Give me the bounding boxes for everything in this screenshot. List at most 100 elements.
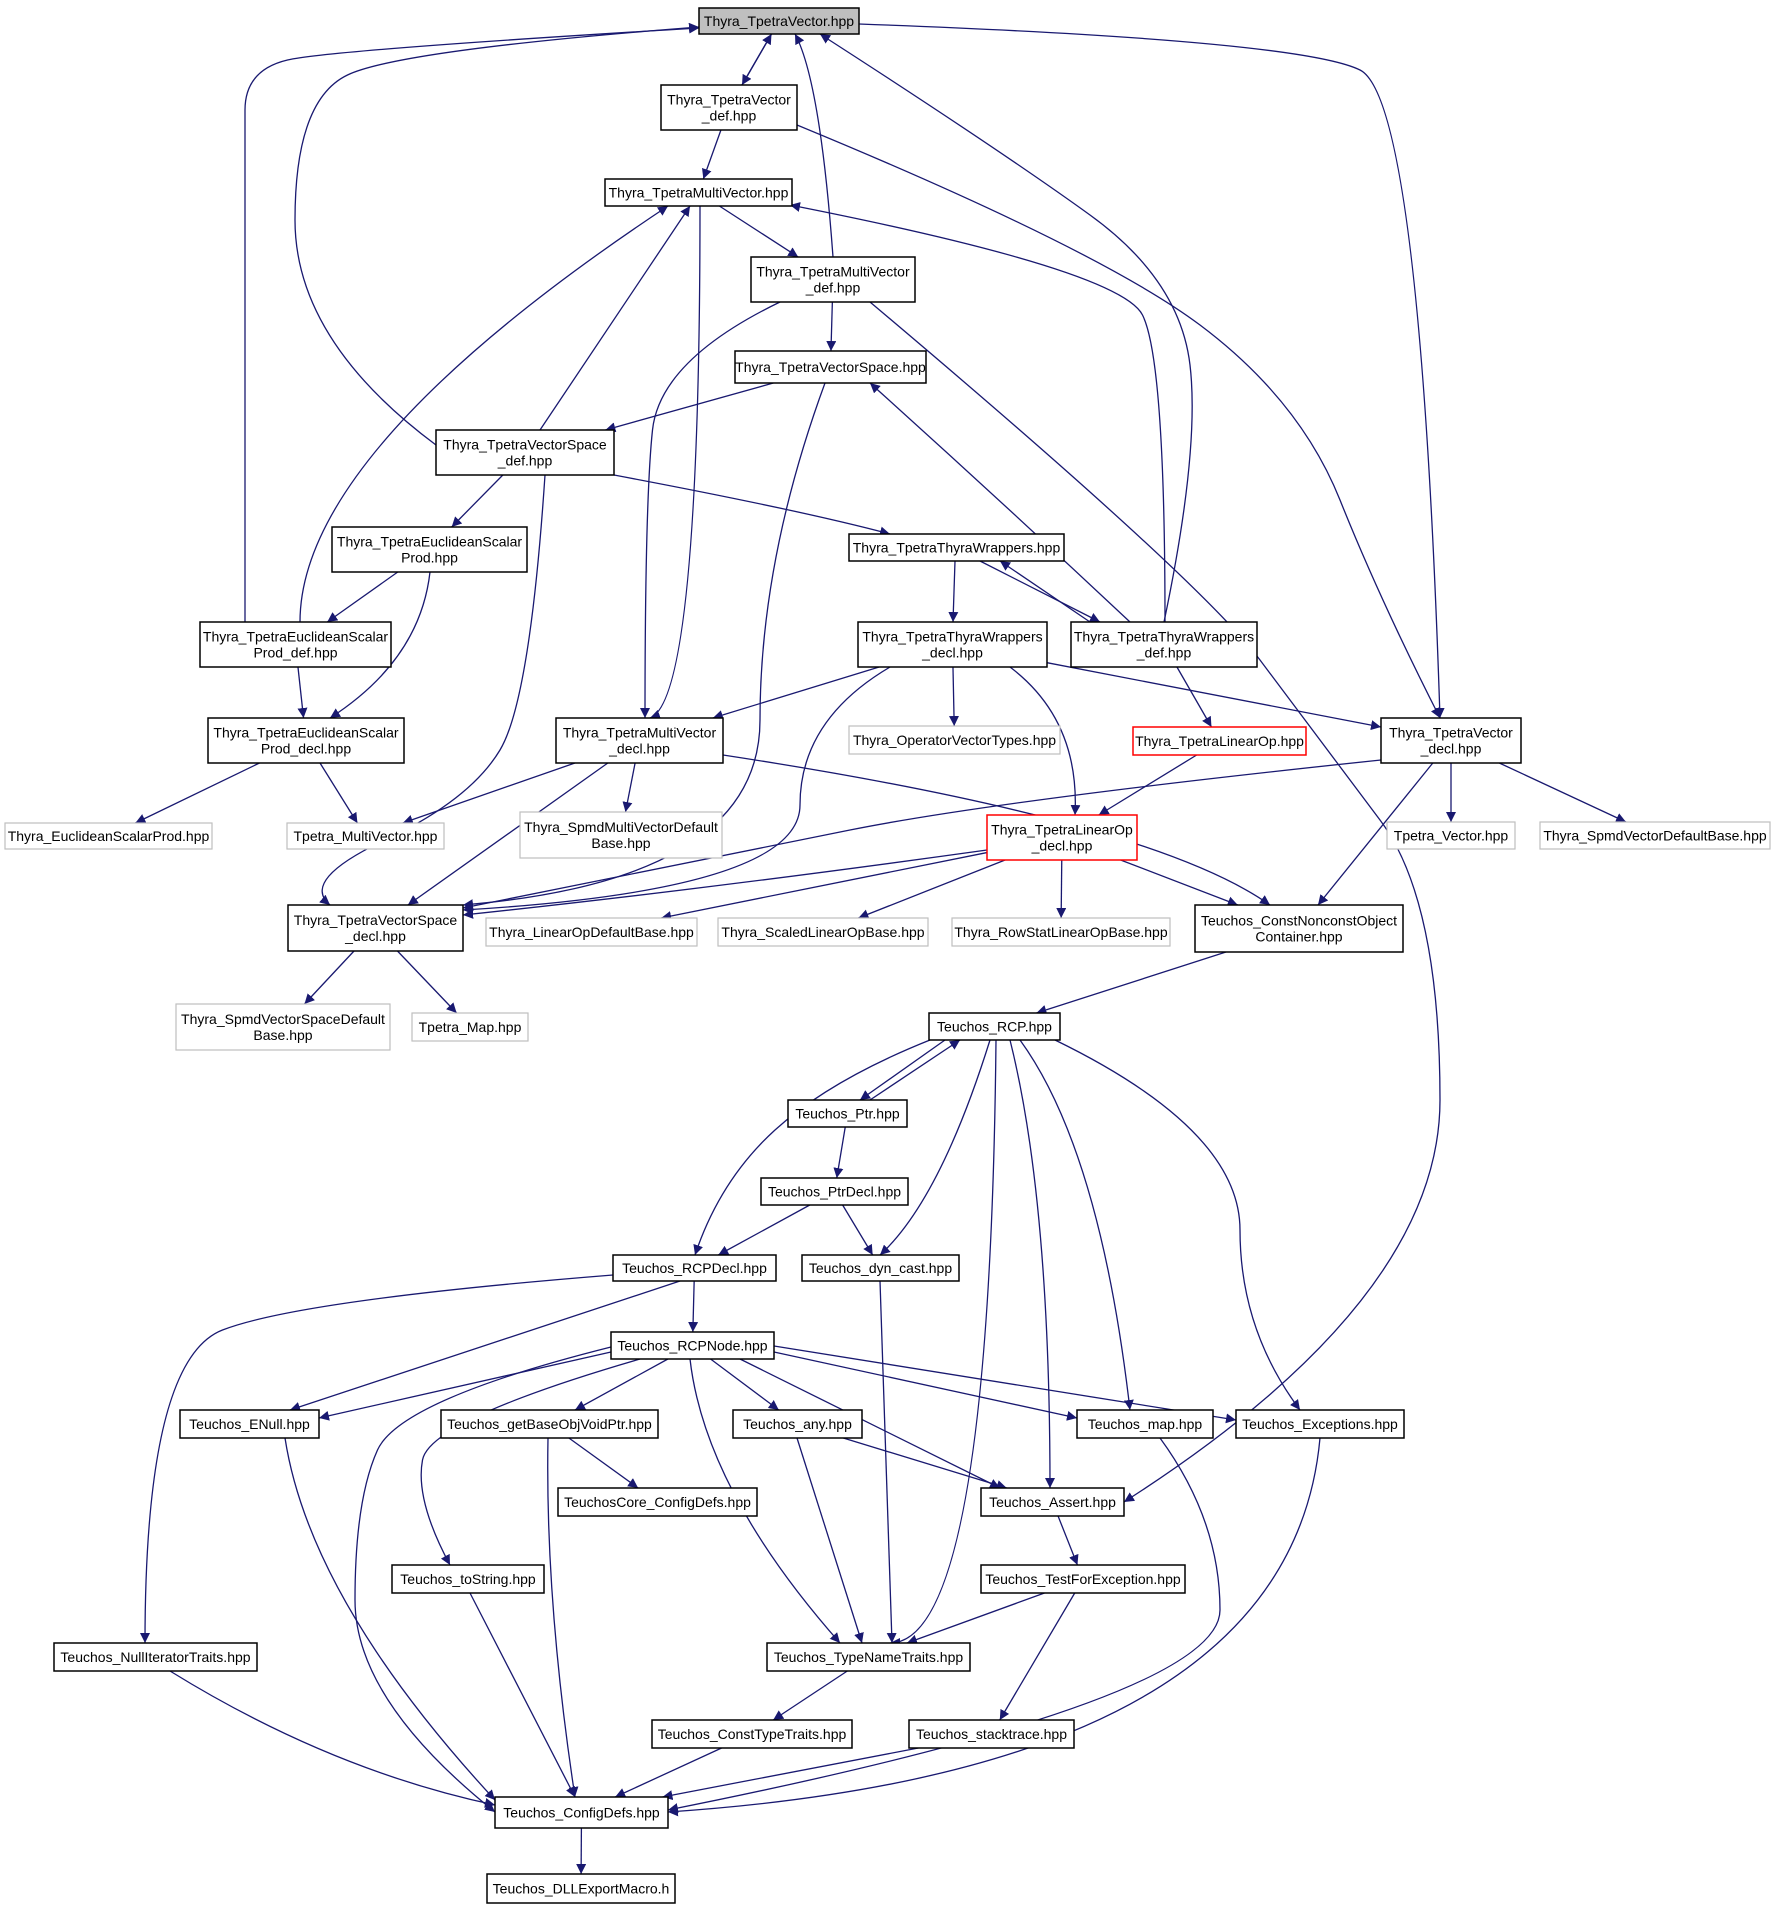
- edge-tvsdef-to-tesp: [451, 474, 504, 528]
- node-box: [734, 350, 927, 384]
- node-lodb[interactable]: Thyra_LinearOpDefaultBase.hpp: [485, 917, 698, 947]
- node-tccd[interactable]: TeuchosCore_ConfigDefs.hpp: [557, 1487, 758, 1517]
- node-box: [766, 1642, 971, 1672]
- node-rcpdecl[interactable]: Teuchos_RCPDecl.hpp: [612, 1254, 777, 1282]
- node-rcp[interactable]: Teuchos_RCP.hpp: [928, 1012, 1061, 1041]
- node-label: Teuchos_TypeNameTraits.hpp: [774, 1649, 964, 1665]
- node-tvdecl[interactable]: Thyra_TpetraVector_decl.hpp: [1380, 717, 1522, 764]
- node-label: Teuchos_Ptr.hpp: [795, 1106, 900, 1122]
- node-rslob[interactable]: Thyra_RowStatLinearOpBase.hpp: [951, 917, 1171, 947]
- edge-rcpnode-to-assert: [739, 1358, 1001, 1489]
- node-esp[interactable]: Thyra_EuclideanScalarProd.hpp: [4, 822, 213, 850]
- node-box: [750, 256, 916, 303]
- node-dyncast[interactable]: Teuchos_dyn_cast.hpp: [801, 1254, 960, 1282]
- edge-tlodecl-to-slob: [858, 859, 1006, 919]
- edge-tespdef-to-tmv: [299, 205, 669, 623]
- node-tlodecl[interactable]: Thyra_TpetraLinearOp_decl.hpp: [986, 814, 1138, 861]
- edge-tesp-to-tespdef: [326, 571, 399, 623]
- node-ptrdecl[interactable]: Teuchos_PtrDecl.hpp: [760, 1177, 909, 1206]
- node-tlo[interactable]: Thyra_TpetraLinearOp.hpp: [1132, 726, 1307, 756]
- node-tvsdecl[interactable]: Thyra_TpetraVectorSpace_decl.hpp: [287, 904, 464, 952]
- node-tvdef[interactable]: Thyra_TpetraVector_def.hpp: [660, 84, 798, 131]
- node-label: Thyra_TpetraVector.hpp: [704, 13, 854, 29]
- node-assert[interactable]: Teuchos_Assert.hpp: [980, 1487, 1125, 1517]
- edge-tlodecl-to-cnoc: [1120, 859, 1239, 907]
- node-label: Thyra_TpetraEuclideanScalar: [337, 534, 523, 550]
- node-label: Tpetra_Vector.hpp: [1394, 828, 1509, 844]
- edge-nit-to-cd: [169, 1670, 496, 1808]
- node-nit[interactable]: Teuchos_NullIteratorTraits.hpp: [53, 1642, 258, 1672]
- node-label: _def.hpp: [701, 108, 757, 124]
- edge-st-to-cd: [662, 1747, 919, 1801]
- node-label: Prod.hpp: [401, 550, 458, 566]
- node-tpmv[interactable]: Tpetra_MultiVector.hpp: [286, 822, 445, 850]
- node-label: Base.hpp: [591, 835, 650, 851]
- node-tmvdef[interactable]: Thyra_TpetraMultiVector_def.hpp: [750, 256, 916, 303]
- node-box: [199, 621, 392, 668]
- node-ttwdecl[interactable]: Thyra_TpetraThyraWrappers_decl.hpp: [857, 621, 1048, 668]
- node-tfe[interactable]: Teuchos_TestForException.hpp: [980, 1564, 1186, 1594]
- node-enull[interactable]: Teuchos_ENull.hpp: [179, 1409, 320, 1439]
- node-label: Thyra_TpetraMultiVector.hpp: [609, 185, 789, 201]
- node-tvs[interactable]: Thyra_TpetraVectorSpace.hpp: [734, 350, 927, 384]
- node-box: [557, 1487, 758, 1517]
- node-label: Thyra_TpetraThyraWrappers: [862, 629, 1042, 645]
- node-tpv[interactable]: Tpetra_Vector.hpp: [1386, 821, 1516, 850]
- node-tmvdecl[interactable]: Thyra_TpetraMultiVector_decl.hpp: [555, 717, 724, 764]
- node-ptr[interactable]: Teuchos_Ptr.hpp: [787, 1099, 908, 1128]
- node-tpmap[interactable]: Tpetra_Map.hpp: [411, 1012, 529, 1042]
- node-dll[interactable]: Teuchos_DLLExportMacro.h: [486, 1873, 676, 1904]
- node-any[interactable]: Teuchos_any.hpp: [732, 1409, 863, 1439]
- node-ctt[interactable]: Teuchos_ConstTypeTraits.hpp: [651, 1719, 853, 1749]
- node-label: Base.hpp: [253, 1027, 312, 1043]
- node-tmv[interactable]: Thyra_TpetraMultiVector.hpp: [604, 178, 793, 207]
- node-box: [4, 822, 213, 850]
- node-cd[interactable]: Teuchos_ConfigDefs.hpp: [494, 1796, 669, 1829]
- node-svdb[interactable]: Thyra_SpmdVectorDefaultBase.hpp: [1539, 821, 1771, 850]
- node-st[interactable]: Teuchos_stacktrace.hpp: [908, 1719, 1075, 1749]
- node-label: Teuchos_RCP.hpp: [937, 1019, 1052, 1035]
- edge-exc-to-cd: [667, 1437, 1321, 1817]
- node-tv[interactable]: Thyra_TpetraVector.hpp: [698, 7, 860, 35]
- node-label: Teuchos_dyn_cast.hpp: [809, 1260, 952, 1276]
- node-exc[interactable]: Teuchos_Exceptions.hpp: [1235, 1409, 1405, 1439]
- node-box: [660, 84, 798, 131]
- node-label: _decl.hpp: [921, 645, 983, 661]
- node-label: _decl.hpp: [1420, 741, 1482, 757]
- node-label: _decl.hpp: [1031, 838, 1093, 854]
- node-map[interactable]: Teuchos_map.hpp: [1076, 1409, 1214, 1439]
- node-rcpnode[interactable]: Teuchos_RCPNode.hpp: [610, 1331, 775, 1360]
- node-tostr[interactable]: Teuchos_toString.hpp: [391, 1564, 545, 1594]
- node-tvsdef[interactable]: Thyra_TpetraVectorSpace_def.hpp: [435, 429, 615, 476]
- edge-tmvdef-to-tv: [794, 33, 834, 258]
- node-label: Teuchos_ConstTypeTraits.hpp: [658, 1726, 847, 1742]
- node-label: Teuchos_ENull.hpp: [189, 1416, 310, 1432]
- node-box: [717, 917, 929, 947]
- node-ttwdef[interactable]: Thyra_TpetraThyraWrappers_def.hpp: [1070, 621, 1258, 668]
- node-box: [485, 917, 698, 947]
- node-label: Teuchos_RCPNode.hpp: [617, 1338, 767, 1354]
- node-ttw[interactable]: Thyra_TpetraThyraWrappers.hpp: [848, 533, 1065, 562]
- edge-tesp-to-tespdecl: [329, 571, 431, 719]
- node-box: [440, 1409, 659, 1439]
- edge-tmvdecl-to-smvdb: [622, 762, 636, 813]
- node-label: Thyra_SpmdVectorSpaceDefault: [181, 1011, 385, 1027]
- node-box: [732, 1409, 863, 1439]
- node-tnt[interactable]: Teuchos_TypeNameTraits.hpp: [766, 1642, 971, 1672]
- node-slob[interactable]: Thyra_ScaledLinearOpBase.hpp: [717, 917, 929, 947]
- edge-tespdecl-to-esp: [135, 762, 260, 824]
- node-box: [53, 1642, 258, 1672]
- node-label: Prod_def.hpp: [253, 645, 337, 661]
- node-label: Teuchos_stacktrace.hpp: [916, 1726, 1067, 1742]
- node-opvt[interactable]: Thyra_OperatorVectorTypes.hpp: [848, 725, 1061, 755]
- node-label: _def.hpp: [1136, 645, 1192, 661]
- node-box: [1235, 1409, 1405, 1439]
- node-gbovp[interactable]: Teuchos_getBaseObjVoidPtr.hpp: [440, 1409, 659, 1439]
- node-label: Container.hpp: [1255, 929, 1342, 945]
